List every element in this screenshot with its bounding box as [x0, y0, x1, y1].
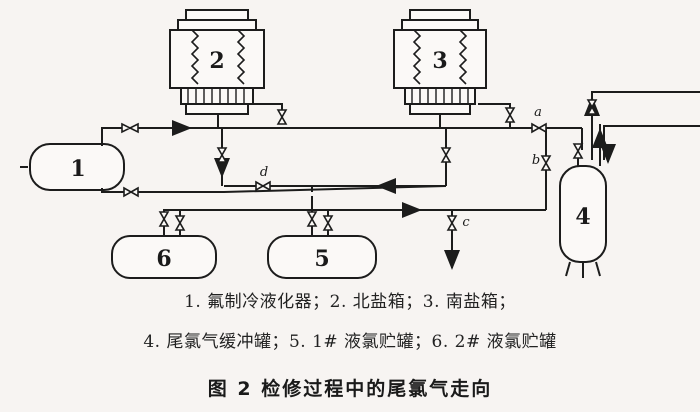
label-north-salt-tank: 2 [209, 48, 224, 74]
valve-label-b: b [532, 153, 540, 168]
liquid-chlorine-tank-1 [267, 235, 377, 279]
label-south-salt-tank: 3 [432, 48, 447, 74]
label-tank-5: 5 [314, 246, 329, 272]
label-buffer-tank: 4 [575, 204, 590, 230]
north-salt-tank [169, 9, 265, 115]
label-liquefier: 1 [70, 156, 85, 182]
legend-line-2: 4. 尾氯气缓冲罐；5. 1# 液氯贮罐；6. 2# 液氯贮罐 [143, 332, 557, 352]
piping [101, 91, 700, 250]
tail-gas-buffer-tank [559, 165, 607, 278]
process-flow-diagram: 1 2 3 4 6 5 a b c d [20, 9, 700, 279]
legend-line-1: 1. 氟制冷液化器；2. 北盐箱；3. 南盐箱； [184, 292, 516, 312]
valve-label-d: d [260, 165, 268, 180]
figure-caption: 图 2 检修过程中的尾氯气走向 [207, 378, 493, 400]
flow-arrows [170, 96, 616, 270]
fluorine-liquefier-tank [20, 143, 125, 191]
valves [121, 99, 598, 231]
valve-label-c: c [462, 215, 470, 230]
south-salt-tank [393, 9, 487, 115]
valve-label-a: a [534, 105, 542, 120]
label-tank-6: 6 [156, 246, 171, 272]
